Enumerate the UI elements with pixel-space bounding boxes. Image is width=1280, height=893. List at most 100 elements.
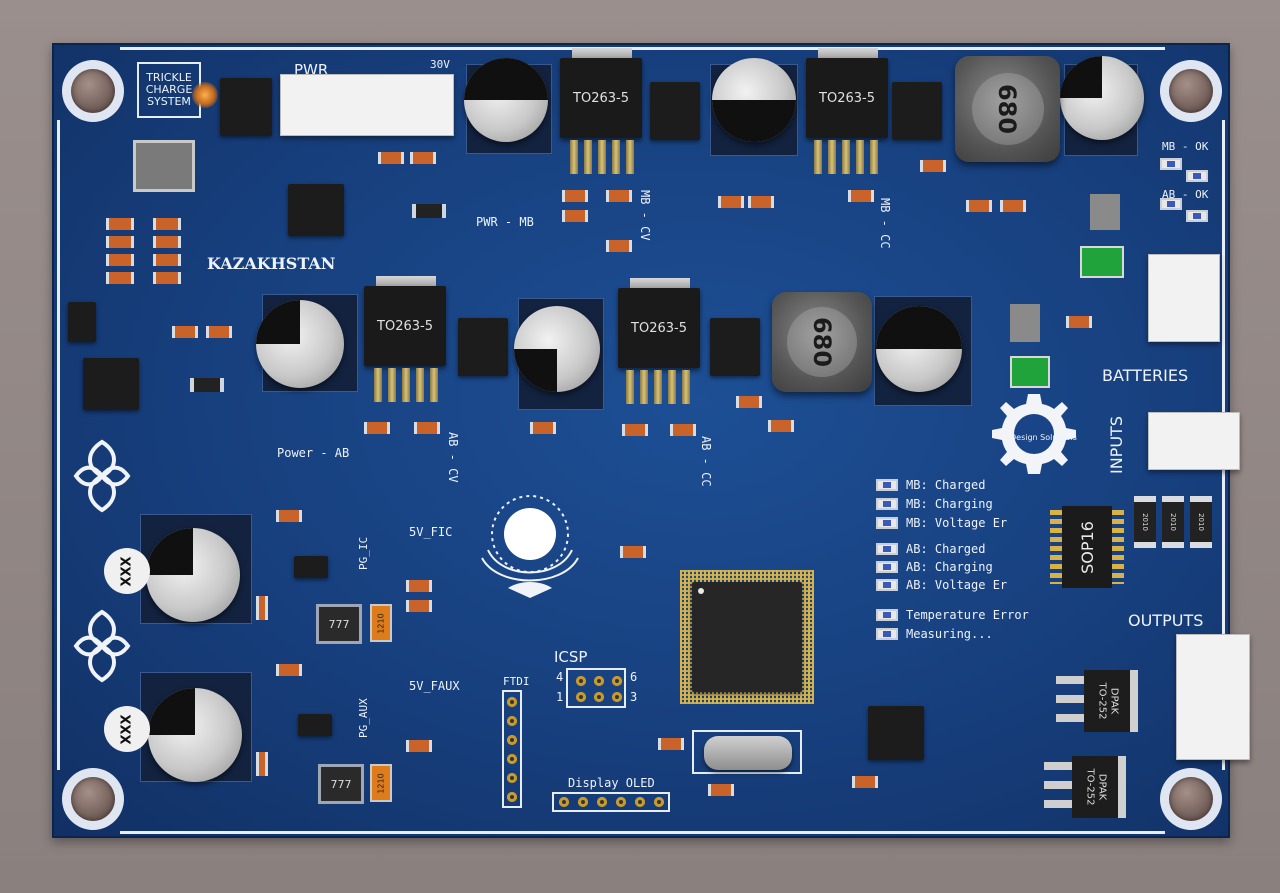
icsp-label: ICSP <box>554 648 588 666</box>
ic-777-2-label: 777 <box>330 777 352 791</box>
fuse-1210-2: 1210 <box>370 764 392 802</box>
status-row: MB: Charged <box>876 478 985 492</box>
smd-20 <box>276 510 302 522</box>
mb-ok-led-2 <box>1186 170 1208 182</box>
dpak-top: DPAK TO-252 <box>1084 670 1138 732</box>
status-label: Measuring... <box>906 627 993 641</box>
ab-cc-label: AB - CC <box>699 436 713 487</box>
smd-27 <box>708 784 734 796</box>
status-row: AB: Voltage Er <box>876 578 1007 592</box>
ic-soic-2 <box>298 714 332 736</box>
smd-2 <box>410 152 436 164</box>
to263-mid-1-label: TO263-5 <box>377 318 433 334</box>
green-led-2 <box>1010 356 1050 388</box>
diode-pwr-mb <box>412 204 446 218</box>
diode-top-1 <box>650 82 700 140</box>
dpak-bottom-label: DPAK <box>1095 773 1107 801</box>
status-label: Temperature Error <box>906 608 1029 622</box>
status-row: Measuring... <box>876 627 993 641</box>
inductor-top: 680 <box>955 56 1060 162</box>
trickle-line-2: CHARGE <box>145 83 193 96</box>
to263-mid-2-legs <box>626 370 690 404</box>
display-oled-header[interactable] <box>552 792 670 812</box>
smd-15 <box>414 422 440 434</box>
status-led <box>876 543 898 555</box>
batteries-connector[interactable] <box>1148 254 1220 342</box>
design-solutions-logo-icon <box>992 394 1076 474</box>
dpak-top-package: TO-252 <box>1095 682 1107 720</box>
dpak-bottom: DPAK TO-252 <box>1072 756 1126 818</box>
res-2010-1: 2010 <box>1134 496 1156 548</box>
cap-left-1 <box>146 528 240 622</box>
fuse-1210-2-label: 1210 <box>376 772 386 794</box>
fuse-1210-1: 1210 <box>370 604 392 642</box>
status-row: AB: Charging <box>876 560 993 574</box>
to263-mid-2: TO263-5 <box>618 288 700 368</box>
fuse-1210-1-label: 1210 <box>376 612 386 634</box>
cap-mid-3 <box>876 306 962 392</box>
status-led <box>876 517 898 529</box>
res-left-7 <box>153 254 181 266</box>
trickle-charge-label-box: TRICKLE CHARGE SYSTEM <box>137 62 201 118</box>
smd-22 <box>406 600 432 612</box>
ic-small-right-2 <box>1010 304 1040 342</box>
switch-top-left <box>133 140 195 192</box>
ab-ok-led <box>1160 198 1182 210</box>
status-label: AB: Charged <box>906 542 986 556</box>
res-left-6 <box>153 236 181 248</box>
cap-top-1 <box>464 58 548 142</box>
mounting-hole-top-left <box>62 60 124 122</box>
ornament-top-icon <box>73 439 131 513</box>
smd-31 <box>736 396 762 408</box>
inputs-connector[interactable] <box>1148 412 1240 470</box>
cap-top-2 <box>712 58 796 142</box>
to263-top-2-label: TO263-5 <box>819 90 875 106</box>
outputs-label: OUTPUTS <box>1128 611 1204 630</box>
smd-11 <box>1000 200 1026 212</box>
ftdi-header[interactable] <box>502 690 522 808</box>
smd-19 <box>768 420 794 432</box>
to263-top-1: TO263-5 <box>560 58 642 138</box>
mb-cc-label: MB - CC <box>878 198 892 249</box>
pwr-connector[interactable] <box>280 74 454 136</box>
to263-top-2-tab <box>818 48 878 60</box>
diode-mid-1 <box>458 318 508 376</box>
trickle-line-3: SYSTEM <box>147 95 191 108</box>
dpak-bottom-leads <box>1044 762 1074 808</box>
icsp-header[interactable] <box>566 668 626 708</box>
res-2010-3: 2010 <box>1190 496 1212 548</box>
inductor-mid-label: 680 <box>807 316 836 368</box>
res-left-5 <box>153 218 181 230</box>
power-ab-label: Power - AB <box>277 446 350 460</box>
ic-mid-left-small <box>68 302 96 342</box>
ic-soic-1 <box>294 556 328 578</box>
5v-faux-label: 5V_FAUX <box>409 679 460 693</box>
green-led-1 <box>1080 246 1124 278</box>
smd-1 <box>378 152 404 164</box>
smd-14 <box>364 422 390 434</box>
ab-cv-label: AB - CV <box>446 432 460 483</box>
smd-21 <box>406 580 432 592</box>
trickle-line-1: TRICKLE <box>146 71 192 84</box>
smd-18 <box>670 424 696 436</box>
to263-top-1-tab <box>572 48 632 60</box>
to263-mid-1-legs <box>374 368 438 402</box>
smd-33 <box>256 752 268 776</box>
5v-fic-label: 5V_FIC <box>409 525 453 539</box>
logo-text: Design Solutions <box>1010 433 1077 442</box>
smd-17 <box>622 424 648 436</box>
smd-12 <box>172 326 198 338</box>
mcu-chip <box>692 582 802 692</box>
cap-xxx-2: XXX <box>104 706 150 752</box>
to263-mid-1: TO263-5 <box>364 286 446 366</box>
res-left-2 <box>106 236 134 248</box>
ornament-bottom-icon <box>73 609 131 683</box>
cap-mid-1 <box>256 300 344 388</box>
ic-top-left-dpak <box>288 184 344 236</box>
diode-mid-2 <box>710 318 760 376</box>
inputs-label: INPUTS <box>1107 416 1126 474</box>
mcu-pin1-dot <box>698 588 704 594</box>
smd-16 <box>530 422 556 434</box>
smd-28 <box>852 776 878 788</box>
outputs-connector[interactable] <box>1176 634 1250 760</box>
